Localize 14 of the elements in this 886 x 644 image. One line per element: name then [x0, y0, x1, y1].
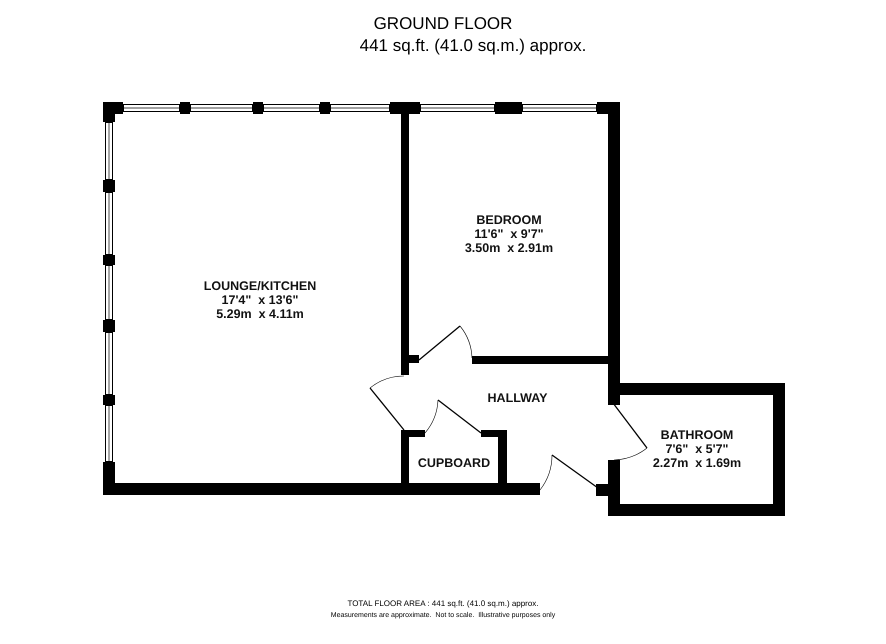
room-dimensions: 3.50m x 2.91m — [464, 241, 554, 255]
plan-title: GROUND FLOOR — [374, 14, 512, 33]
room-dimensions: 17'4" x 13'6" — [222, 293, 298, 307]
room-name: LOUNGE/KITCHEN — [204, 279, 316, 293]
room-name: BATHROOM — [660, 428, 734, 442]
floor-area-subtitle: 441 sq.ft. (41.0 sq.m.) approx. — [358, 36, 586, 55]
room-name: HALLWAY — [488, 390, 548, 404]
room-dimensions: 11'6" x 9'7" — [474, 227, 544, 241]
room-name: BEDROOM — [476, 213, 542, 227]
room-dimensions: 7'6" x 5'7" — [666, 442, 728, 456]
room-dimensions: 5.29m x 4.11m — [216, 307, 304, 321]
total-floor-area-note: TOTAL FLOOR AREA : 441 sq.ft. (41.0 sq.m.) approx. — [347, 599, 539, 608]
room-name: CUPBOARD — [418, 456, 490, 470]
room-dimensions: 2.27m x 1.69m — [652, 456, 742, 470]
